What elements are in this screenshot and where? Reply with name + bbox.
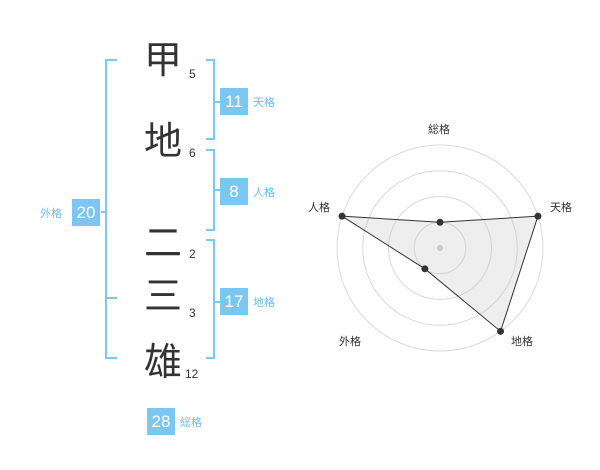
tenkaku-bracket xyxy=(206,59,215,140)
jinkaku-value: 8 xyxy=(220,178,248,205)
chikaku-value: 17 xyxy=(220,288,248,315)
jinkaku-label: 人格 xyxy=(253,186,275,199)
radar-grid-ring xyxy=(336,144,544,352)
stroke-count-3: 2 xyxy=(189,247,196,261)
radar-grid-ring xyxy=(362,170,518,326)
tenkaku-value: 11 xyxy=(220,88,248,115)
radar-label-jinkaku: 人格 xyxy=(308,201,330,214)
radar-point-4 xyxy=(421,265,429,273)
name-char-2: 地 xyxy=(143,119,182,163)
gaikaku-value: 20 xyxy=(72,199,100,226)
chikaku-label: 地格 xyxy=(253,296,275,309)
radar-label-gaikaku: 外格 xyxy=(339,335,361,348)
name-char-3: 二 xyxy=(143,221,182,265)
soukaku-value: 28 xyxy=(147,408,175,435)
stroke-count-5: 12 xyxy=(185,367,199,381)
radar-label-tenkaku: 天格 xyxy=(550,201,572,214)
radar-point-5 xyxy=(338,212,346,220)
radar-point-2 xyxy=(534,212,542,220)
gaikaku-bracket xyxy=(105,59,117,359)
name-char-5: 雄 xyxy=(143,340,182,384)
name-char-1: 甲 xyxy=(143,38,182,82)
radar-grid xyxy=(336,144,544,352)
radar-label-soukaku: 総格 xyxy=(428,123,450,136)
soukaku-label: 総格 xyxy=(180,416,202,429)
name-char-4: 三 xyxy=(143,274,182,318)
tenkaku-label: 天格 xyxy=(253,96,275,109)
radar-polygon xyxy=(341,215,539,333)
radar-point-3 xyxy=(497,327,505,335)
radar-series xyxy=(338,212,542,335)
gaikaku-label: 外格 xyxy=(40,207,62,220)
radar-label-chikaku: 地格 xyxy=(511,335,533,348)
radar-point-1 xyxy=(436,218,444,226)
stroke-count-1: 5 xyxy=(189,67,196,81)
stroke-count-4: 3 xyxy=(189,306,196,320)
radar-grid-ring xyxy=(388,196,492,300)
chikaku-bracket xyxy=(206,239,215,359)
radar-center-dot xyxy=(437,245,443,251)
stroke-count-2: 6 xyxy=(189,146,196,160)
